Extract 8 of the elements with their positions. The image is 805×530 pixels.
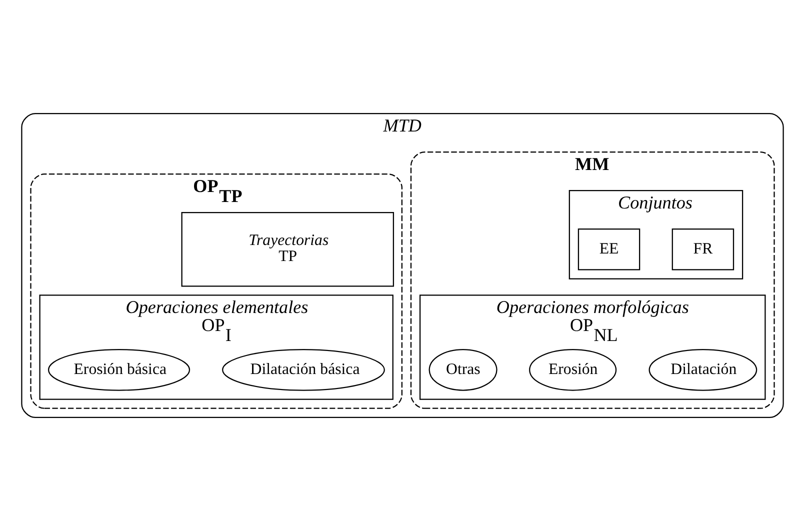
node-ellipse: Dilatación (648, 348, 758, 390)
node-ellipse: Erosión básica (48, 348, 190, 390)
node-box: EE (578, 228, 640, 270)
node-ellipse: Dilatación básica (222, 348, 385, 390)
node-ellipse: Erosión (529, 348, 617, 390)
node-box: Trayectorias TP (181, 212, 394, 286)
node-ellipse: Otras (428, 348, 498, 390)
node-box: FR (672, 228, 734, 270)
